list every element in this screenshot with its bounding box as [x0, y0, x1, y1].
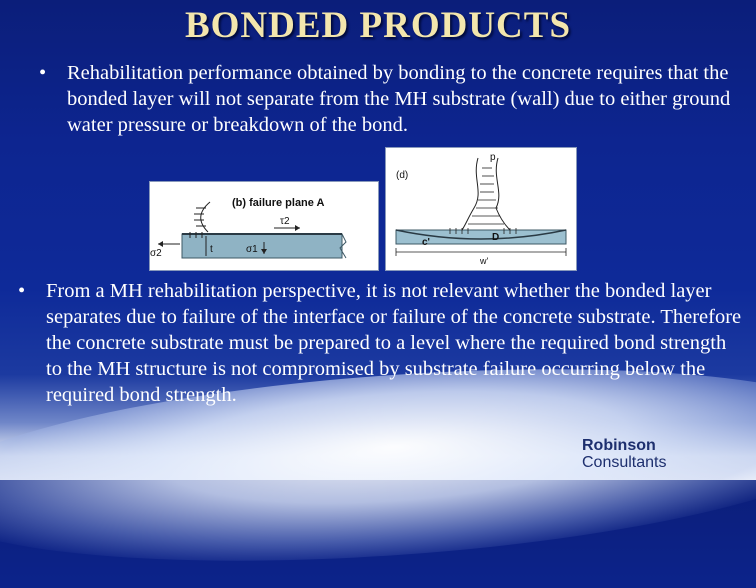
logo-line-1: Robinson: [582, 437, 656, 454]
label-p: p: [490, 152, 496, 163]
bullet-1: • Rehabilitation performance obtained by…: [39, 60, 737, 138]
label-sigma2: σ2: [150, 248, 162, 259]
logo-line-2: Consultants: [582, 454, 667, 471]
label-failure-plane: (b) failure plane A: [232, 197, 325, 209]
label-t: t: [210, 244, 213, 255]
slide-title: BONDED PRODUCTS: [184, 5, 572, 46]
label-big-d: D: [492, 232, 499, 243]
label-tau2: τ2: [280, 216, 290, 227]
label-w: w': [479, 256, 488, 266]
figure-failure-plane: t σ2 τ2 σ1 (b) failure plane A: [149, 181, 379, 271]
bullet-2: • From a MH rehabilitation perspective, …: [18, 278, 746, 408]
bullet-marker: •: [39, 62, 47, 84]
bullet-2-text: From a MH rehabilitation perspective, it…: [46, 280, 742, 406]
figure-failure-plane-drawing: t σ2 τ2 σ1 (b) failure plane A: [150, 197, 347, 259]
company-logo: Robinson Consultants: [582, 437, 722, 471]
bullet-marker: •: [18, 280, 26, 302]
bullet-1-text: Rehabilitation performance obtained by b…: [67, 62, 731, 136]
label-sigma1: σ1: [246, 244, 258, 255]
label-d-figure: (d): [396, 170, 408, 181]
figure-pressure-distribution: (d) p c' D w': [385, 147, 577, 271]
figure-pressure-distribution-drawing: (d) p c' D w': [395, 152, 567, 266]
label-c: c': [422, 237, 430, 248]
